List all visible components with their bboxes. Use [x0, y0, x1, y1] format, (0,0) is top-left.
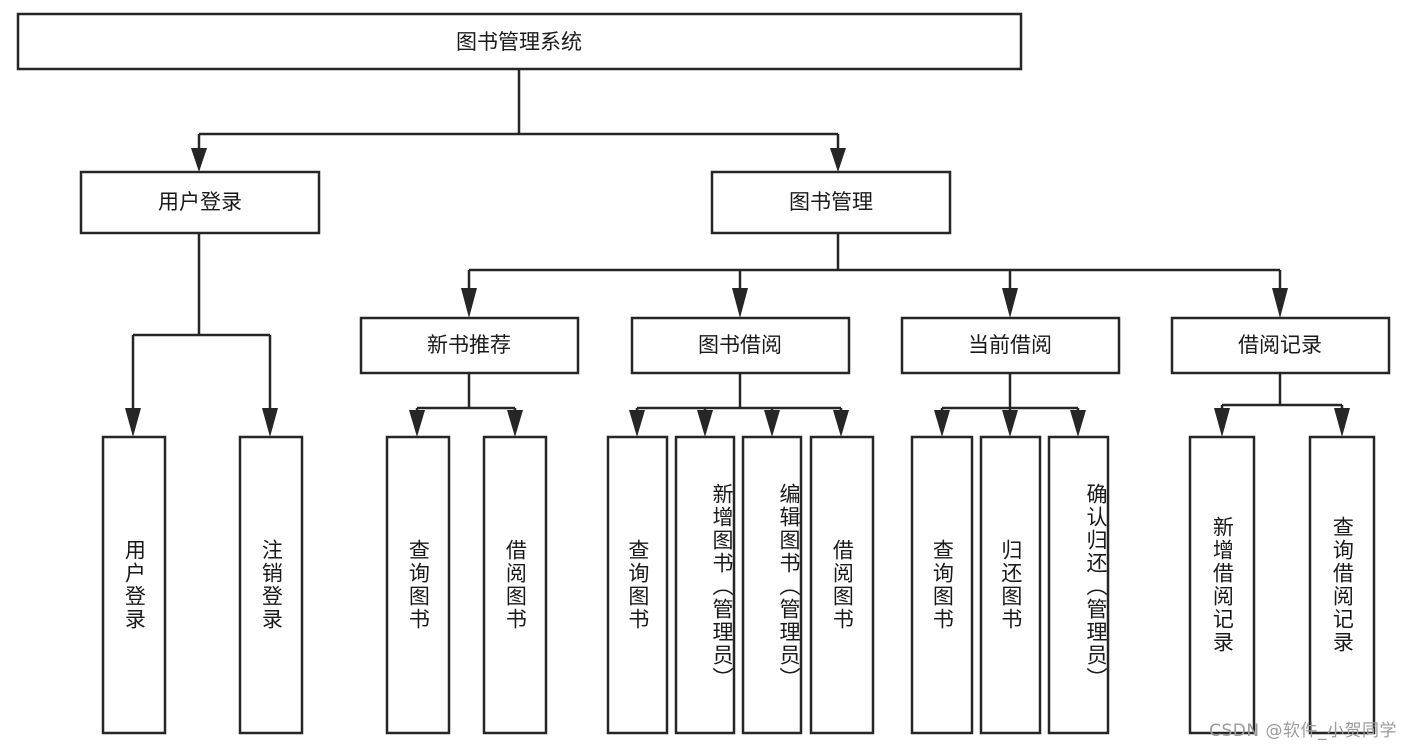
- arrow-head-leaf-add-book: [697, 410, 713, 437]
- node-leaf-user-logout-box[interactable]: [238, 435, 304, 735]
- node-book-borrow-box[interactable]: [630, 316, 851, 375]
- arrow-head-leaf-confirm-return: [1070, 410, 1086, 437]
- node-book-borrow-label: 图书借阅: [698, 333, 782, 357]
- node-book-manage-label: 图书管理: [789, 190, 873, 214]
- connectors: [125, 69, 1350, 437]
- node-root-label: 图书管理系统: [456, 30, 582, 54]
- node-leaf-edit-book-box[interactable]: [741, 435, 803, 735]
- node-leaf-user-logout-label: 注销登录: [259, 539, 284, 631]
- node-current-borrow[interactable]: 当前借阅: [900, 316, 1121, 375]
- arrow-head-new-book-recommend: [461, 288, 477, 318]
- arrow-head-leaf-borrow-book-1: [507, 410, 523, 437]
- node-new-book-recommend-box[interactable]: [359, 316, 580, 375]
- arrow-head-book-borrow: [732, 288, 748, 318]
- node-leaf-borrow-book-1-box[interactable]: [482, 435, 548, 735]
- node-new-book-recommend[interactable]: 新书推荐: [359, 316, 580, 375]
- arrow-head-book-manage: [830, 148, 846, 172]
- node-book-manage[interactable]: 图书管理: [710, 170, 952, 235]
- arrow-head-leaf-query-book-1: [409, 410, 425, 437]
- node-leaf-query-record-box[interactable]: [1308, 435, 1376, 735]
- arrow-head-leaf-add-record: [1214, 408, 1230, 437]
- leaf-boxes: [101, 435, 1376, 735]
- node-leaf-confirm-return-label: 确认归还（管理员）: [1084, 482, 1108, 690]
- arrow-head-leaf-borrow-book-2: [833, 410, 849, 437]
- node-leaf-borrow-book-2-label: 借阅图书: [830, 539, 855, 631]
- node-leaf-return-book-box[interactable]: [979, 435, 1042, 735]
- node-leaf-query-book-1-box[interactable]: [385, 435, 451, 735]
- node-leaf-query-record-label: 查询借阅记录: [1330, 516, 1355, 654]
- arrow-head-leaf-query-book-2: [629, 410, 645, 437]
- arrow-head-borrow-record: [1272, 288, 1288, 318]
- node-leaf-edit-book-label: 编辑图书（管理员）: [777, 482, 801, 690]
- arrow-head-current-borrow: [1002, 288, 1018, 318]
- node-leaf-add-record-label: 新增借阅记录: [1210, 516, 1235, 654]
- node-borrow-record-box[interactable]: [1170, 316, 1391, 375]
- node-leaf-query-book-1-label: 查询图书: [406, 539, 431, 631]
- node-current-borrow-box[interactable]: [900, 316, 1121, 375]
- node-leaf-confirm-return-box[interactable]: [1047, 435, 1110, 735]
- node-borrow-record[interactable]: 借阅记录: [1170, 316, 1391, 375]
- node-leaf-user-login-box[interactable]: [101, 435, 167, 735]
- arrow-head-leaf-query-book-3: [934, 410, 950, 437]
- arrow-head-user-login: [191, 148, 207, 172]
- node-book-borrow[interactable]: 图书借阅: [630, 316, 851, 375]
- node-leaf-add-book-box[interactable]: [674, 435, 736, 735]
- node-book-manage-box[interactable]: [710, 170, 952, 235]
- node-borrow-record-label: 借阅记录: [1238, 333, 1322, 357]
- watermark-text: CSDN @软件_小贺同学: [1209, 721, 1397, 741]
- node-leaf-query-book-2-label: 查询图书: [625, 539, 650, 631]
- arrow-head-leaf-user-logout: [262, 408, 278, 437]
- node-leaf-user-login-label: 用户登录: [122, 539, 147, 631]
- node-root[interactable]: 图书管理系统: [16, 12, 1023, 71]
- arrow-head-leaf-edit-book: [764, 410, 780, 437]
- node-user-login-label: 用户登录: [158, 190, 242, 214]
- arrow-head-leaf-query-record: [1334, 408, 1350, 437]
- node-leaf-return-book-label: 归还图书: [998, 539, 1023, 631]
- node-new-book-recommend-label: 新书推荐: [427, 333, 511, 357]
- node-root-box[interactable]: [16, 12, 1023, 71]
- arrow-head-leaf-user-login: [125, 408, 141, 437]
- node-user-login[interactable]: 用户登录: [79, 170, 321, 235]
- node-leaf-borrow-book-2-box[interactable]: [809, 435, 875, 735]
- node-user-login-box[interactable]: [79, 170, 321, 235]
- node-current-borrow-label: 当前借阅: [968, 333, 1052, 357]
- node-leaf-query-book-3-label: 查询图书: [930, 539, 955, 631]
- arrow-head-leaf-return-book: [1002, 410, 1018, 437]
- node-leaf-query-book-2-box[interactable]: [606, 435, 669, 735]
- node-leaf-add-record-box[interactable]: [1188, 435, 1256, 735]
- node-leaf-borrow-book-1-label: 借阅图书: [503, 539, 528, 631]
- node-leaf-query-book-3-box[interactable]: [910, 435, 974, 735]
- node-leaf-add-book-label: 新增图书（管理员）: [710, 482, 734, 690]
